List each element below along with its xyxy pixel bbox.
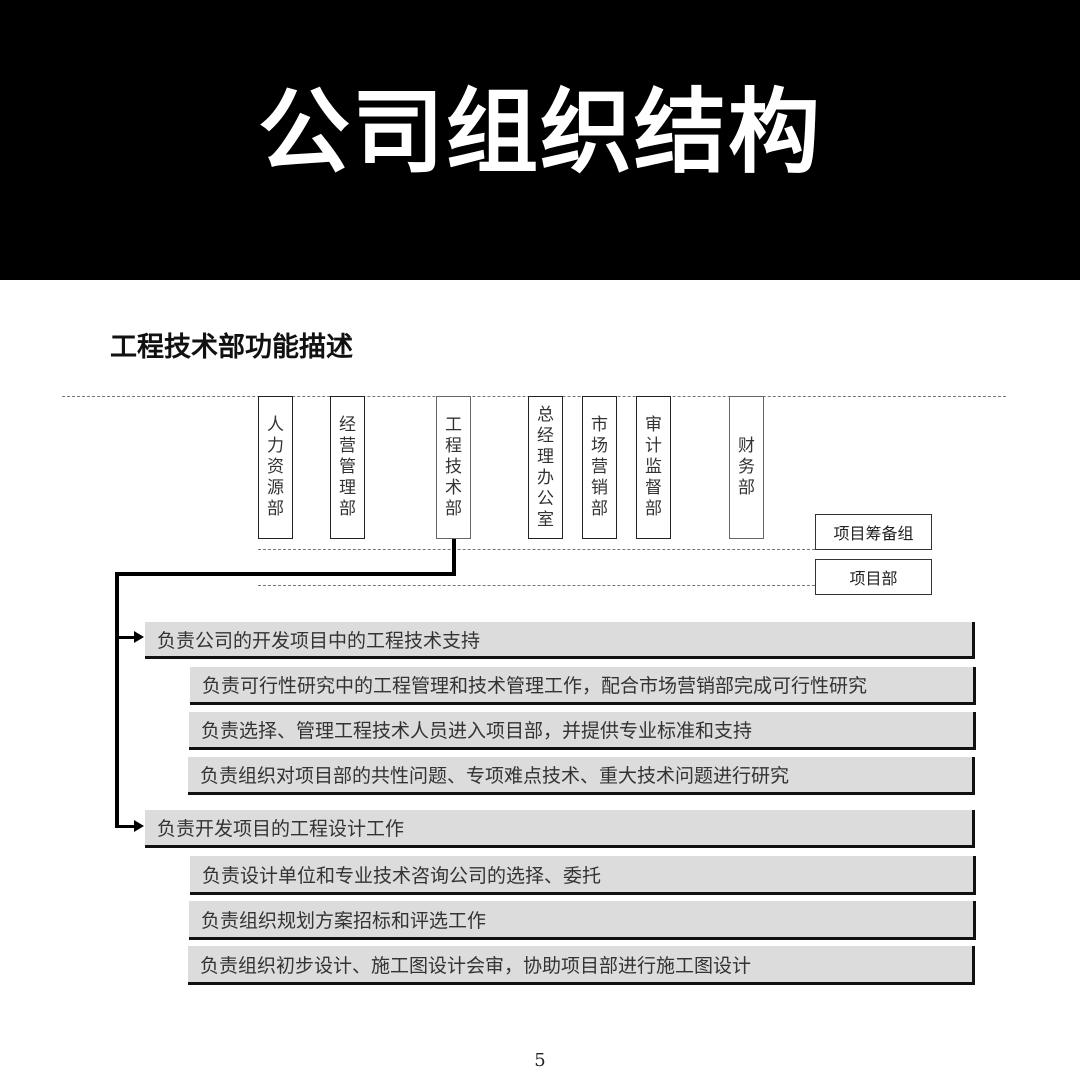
dept-char: 程 bbox=[445, 436, 462, 456]
arrow-right-icon bbox=[134, 631, 144, 643]
dept-box-hr[interactable]: 人 力 资 源 部 bbox=[258, 396, 293, 539]
dept-char: 室 bbox=[537, 509, 554, 530]
dept-char: 财 bbox=[738, 436, 755, 456]
dept-char: 场 bbox=[591, 436, 608, 456]
dept-char: 总 bbox=[537, 404, 554, 425]
dept-char: 部 bbox=[738, 478, 755, 498]
dept-char: 经 bbox=[537, 425, 554, 446]
function-title-bar: 负责公司的开发项目中的工程技术支持 bbox=[145, 622, 975, 659]
dept-char: 督 bbox=[645, 478, 662, 498]
dept-char: 部 bbox=[267, 499, 284, 519]
function-item-bar: 负责选择、管理工程技术人员进入项目部，并提供专业标准和支持 bbox=[189, 712, 976, 750]
dept-char: 市 bbox=[591, 415, 608, 435]
dept-char: 务 bbox=[738, 457, 755, 477]
dept-char: 经 bbox=[339, 415, 356, 435]
arrow-line-2 bbox=[115, 825, 135, 828]
dept-char: 资 bbox=[267, 457, 284, 477]
dept-char: 理 bbox=[537, 446, 554, 467]
connector-down-from-engineering bbox=[452, 539, 456, 575]
dept-char: 力 bbox=[267, 436, 284, 456]
header-banner: 公司组织结构 bbox=[0, 0, 1080, 280]
dept-char: 监 bbox=[645, 457, 662, 477]
dept-box-business-management[interactable]: 经 营 管 理 部 bbox=[330, 396, 365, 539]
function-item-bar: 负责可行性研究中的工程管理和技术管理工作，配合市场营销部完成可行性研究 bbox=[190, 667, 976, 705]
dept-char: 源 bbox=[267, 478, 284, 498]
arrow-right-icon bbox=[134, 820, 144, 832]
dept-box-gm-office[interactable]: 总 经 理 办 公 室 bbox=[528, 396, 563, 539]
dept-char: 审 bbox=[645, 415, 662, 435]
dept-char: 营 bbox=[339, 436, 356, 456]
dept-char: 管 bbox=[339, 457, 356, 477]
dept-char: 部 bbox=[339, 499, 356, 519]
section-title: 工程技术部功能描述 bbox=[110, 332, 353, 363]
function-item-bar: 负责组织对项目部的共性问题、专项难点技术、重大技术问题进行研究 bbox=[188, 757, 975, 795]
function-item-bar: 负责组织规划方案招标和评选工作 bbox=[189, 901, 976, 940]
dept-char: 人 bbox=[267, 415, 284, 435]
lower-dashed-line bbox=[258, 585, 815, 586]
dept-char: 技 bbox=[445, 457, 462, 477]
dept-char: 营 bbox=[591, 457, 608, 477]
project-dept-box[interactable]: 项目部 bbox=[815, 559, 932, 595]
dept-char: 理 bbox=[339, 478, 356, 498]
project-prep-group-box[interactable]: 项目筹备组 bbox=[815, 514, 932, 550]
arrow-line-1 bbox=[115, 636, 135, 639]
dept-char: 办 bbox=[537, 467, 554, 488]
page-title: 公司组织结构 bbox=[257, 79, 822, 186]
dept-char: 部 bbox=[591, 499, 608, 519]
dept-box-finance[interactable]: 财 务 部 bbox=[729, 396, 764, 539]
page-number: 5 bbox=[534, 1050, 546, 1071]
dept-char: 部 bbox=[645, 499, 662, 519]
connector-horizontal bbox=[115, 572, 456, 576]
dept-char: 计 bbox=[645, 436, 662, 456]
dept-char: 销 bbox=[591, 478, 608, 498]
dept-box-audit[interactable]: 审 计 监 督 部 bbox=[636, 396, 671, 539]
dept-char: 工 bbox=[445, 415, 462, 435]
function-item-bar: 负责组织初步设计、施工图设计会审，协助项目部进行施工图设计 bbox=[188, 946, 975, 985]
dept-box-marketing[interactable]: 市 场 营 销 部 bbox=[582, 396, 617, 539]
middle-dashed-line bbox=[258, 549, 815, 550]
dept-box-engineering[interactable]: 工 程 技 术 部 bbox=[436, 396, 471, 539]
function-title-bar: 负责开发项目的工程设计工作 bbox=[145, 810, 975, 848]
dept-char: 公 bbox=[537, 488, 554, 509]
function-item-bar: 负责设计单位和专业技术咨询公司的选择、委托 bbox=[190, 856, 976, 895]
dept-char: 部 bbox=[445, 499, 462, 519]
connector-vertical-trunk bbox=[115, 572, 119, 828]
dept-char: 术 bbox=[445, 478, 462, 498]
